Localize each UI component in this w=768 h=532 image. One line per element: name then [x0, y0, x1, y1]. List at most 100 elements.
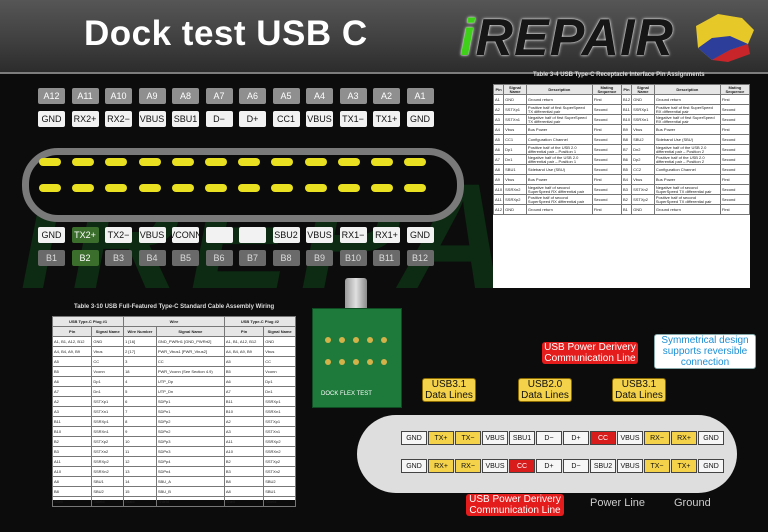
table-cell: First [719, 94, 751, 105]
table-cell: A10 [492, 184, 505, 195]
table-cell: SSTXn2 [263, 466, 296, 477]
diagram-pin: VBUS [617, 431, 643, 445]
diagram-pin: GND [401, 459, 427, 473]
pin-label: SBU2 [272, 227, 300, 243]
table-header: Signal Name [263, 326, 296, 337]
table-cell: A6 [492, 144, 505, 155]
header-banner [0, 0, 768, 72]
header-divider [0, 72, 768, 74]
table-cell: Vbus [503, 174, 527, 185]
table-cell: A9 [492, 174, 505, 185]
table-cell: Dp1 [503, 144, 527, 155]
pin-contact [304, 158, 327, 166]
diagram-pin: VBUS [482, 431, 508, 445]
table-cell: SSRXn2 [263, 446, 296, 457]
table-cell: B6 [620, 154, 633, 165]
table-cell: 13 [123, 466, 157, 477]
table-cell: Braid [123, 496, 157, 507]
table-cell: Second [591, 134, 622, 145]
table-cell: SBU1 [91, 476, 125, 487]
pin-label: B2 [71, 250, 99, 266]
table-cell: SDPn4 [155, 466, 225, 477]
table-cell: 4 [123, 376, 157, 387]
pin-label: SBU1 [172, 111, 199, 127]
table-cell: Sideband Use (SBU) [653, 134, 721, 145]
table-cell: A5 [492, 134, 505, 145]
table-cell: Negative half of second SuperSpeed TX di… [653, 184, 721, 195]
table-cell: Second [719, 104, 751, 115]
table-cell: B12 [620, 94, 633, 105]
table-cell: Negative half of the USB 2.0 differentia… [525, 154, 593, 165]
table-cell: Bus Power [653, 174, 721, 185]
table-cell: Shell [223, 496, 265, 507]
table-cell: A6 [223, 376, 265, 387]
test-pad [381, 359, 387, 365]
pin-label: A8 [172, 88, 199, 104]
pin-contact [337, 184, 360, 192]
table-cell: Positive half of the USB 2.0 differentia… [653, 154, 721, 165]
table-cell: Bus Power [525, 174, 593, 185]
table-header: Mating Sequence [591, 84, 622, 95]
table-cell: Shield [91, 496, 125, 507]
table-cell: SDPp3 [155, 436, 225, 447]
test-pad [339, 359, 345, 365]
table-cell: A5 [223, 356, 265, 367]
table-cell: CC1 [503, 134, 527, 145]
table-cell: A11 [492, 194, 505, 205]
table-header: Pin [51, 326, 93, 337]
table-cell: B11 [620, 104, 633, 115]
diagram-pin: TX− [644, 459, 670, 473]
pin-label: A10 [105, 88, 132, 104]
pin-label: TX1+ [373, 111, 400, 127]
table-cell: 6 [123, 396, 157, 407]
pin-label: GND [38, 227, 65, 243]
table-cell: B3 [620, 184, 633, 195]
table-cell: Shell [51, 496, 93, 507]
table-cell: A11 [223, 436, 265, 447]
table-cell: A4, B4, A9, B9 [223, 346, 265, 357]
pin-contact [271, 184, 294, 192]
pin-label: GND [38, 111, 65, 127]
table-cell: SDPp4 [155, 456, 225, 467]
pin-label: VBUS [306, 227, 333, 243]
pin-contact [39, 184, 61, 192]
table-cell: GND [631, 204, 655, 215]
table-cell: B11 [223, 396, 265, 407]
table-cell: Negative half of first SuperSpeed RX dif… [653, 114, 721, 125]
pin-label: B9 [306, 250, 333, 266]
pin-contact [204, 184, 227, 192]
pin-contact [171, 184, 194, 192]
pin-label: B8 [272, 250, 300, 266]
table-cell: Positive half of second SuperSpeed TX di… [653, 194, 721, 205]
power-delivery-top-callout: USB Power Derivery Communication Line [542, 342, 638, 364]
table-cell: First [719, 174, 751, 185]
pin-label: A6 [239, 88, 266, 104]
pin-label: B7 [239, 250, 266, 266]
test-pad [381, 337, 387, 343]
table-cell: SSTXn2 [91, 446, 125, 457]
table-cell: B2 [223, 456, 265, 467]
table-header: Mating Sequence [719, 84, 751, 95]
diagram-pin: VBUS [482, 459, 508, 473]
pin-label: VBUS [306, 111, 333, 127]
table-cell: Shield [263, 496, 296, 507]
diagram-pin: SBU1 [509, 431, 535, 445]
test-pad [353, 359, 359, 365]
table-cell: 18 [123, 366, 157, 377]
pin-label: TX1− [339, 111, 367, 127]
table-cell: A8 [51, 476, 93, 487]
test-pad [325, 359, 331, 365]
table-cell: CC [91, 356, 125, 367]
test-pad [367, 359, 373, 365]
table-cell: Positive half of second SuperSpeed RX di… [525, 194, 593, 205]
cable-wiring-table: Table 3-10 USB Full-Featured Type-C Stan… [51, 304, 297, 507]
table-cell: B2 [620, 194, 633, 205]
top-contact-row [39, 158, 437, 166]
table-cell: SSTXp1 [91, 396, 125, 407]
